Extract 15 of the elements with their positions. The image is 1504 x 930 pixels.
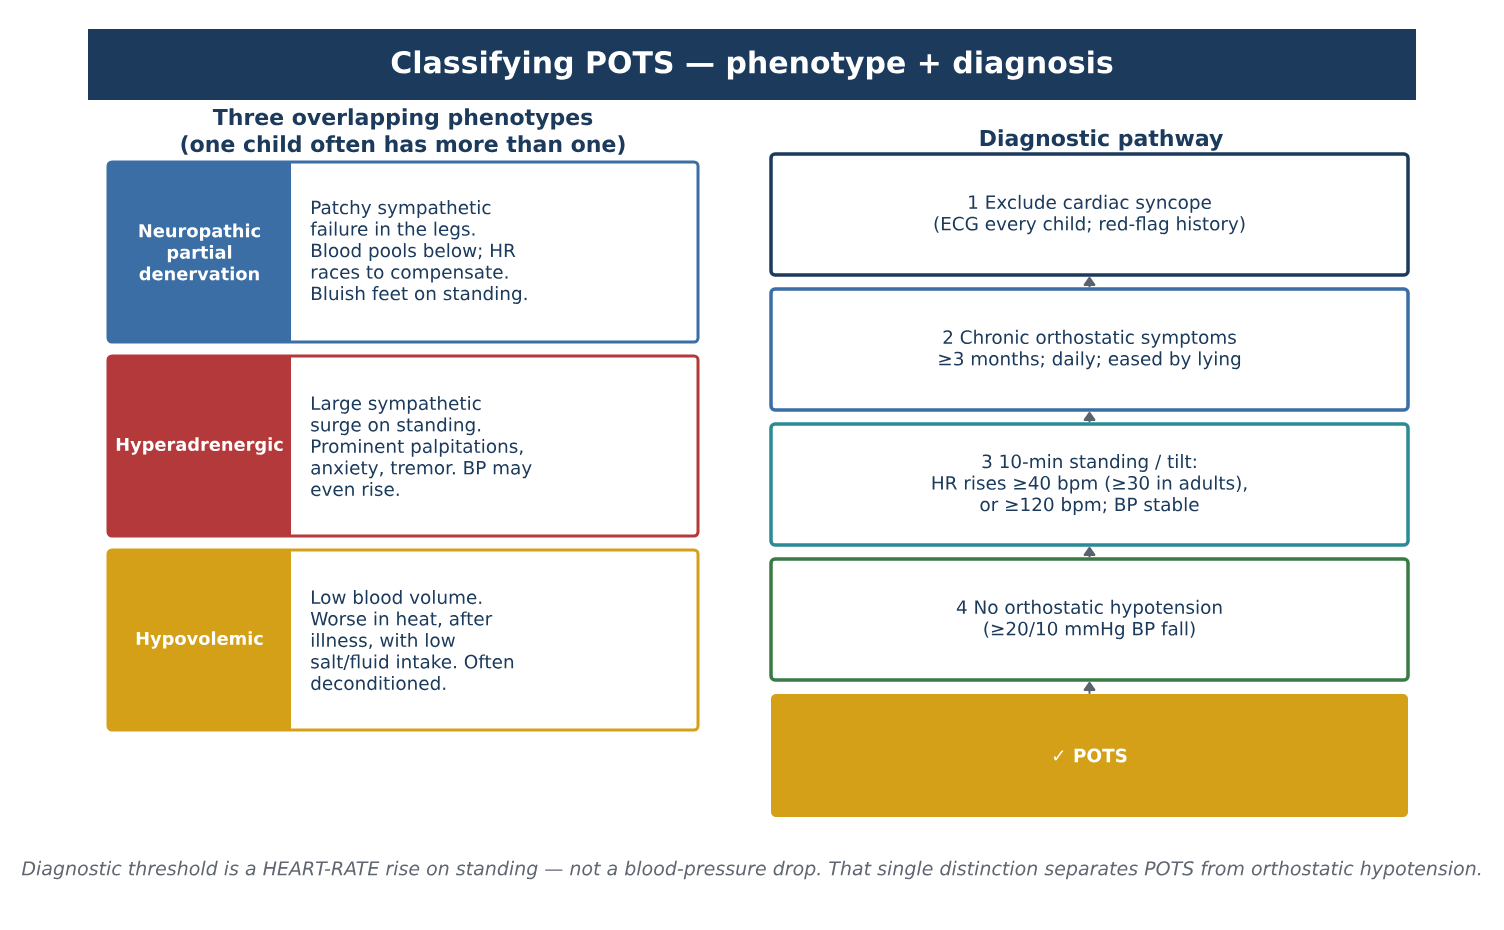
arrow: [1083, 411, 1096, 424]
step-box: 4 No orthostatic hypotension (≥20/10 mmHg BP fall): [769, 557, 1410, 682]
step-box: 1 Exclude cardiac syncope (ECG every child; red-flag history): [769, 152, 1410, 277]
caption: Diagnostic threshold is a HEART-RATE rise on standing — not a blood-pressure drop. That single distinction separates POTS from orthostatic hypotension.: [21, 860, 1481, 880]
phenotype-card: Hyperadrenergic Large sympathetic surge on standing. Prominent palpitations, anxiety, tremor. BP may even rise.: [106, 354, 700, 538]
phenotype-card: Hypovolemic Low blood volume. Worse in heat, after illness, with low salt/fluid intake. Often deconditioned.: [106, 548, 700, 732]
arrow: [1083, 276, 1096, 289]
result-box: ✓ POTS: [771, 694, 1408, 817]
arrow: [1083, 681, 1096, 695]
section-heading: Three overlapping phenotypes: [212, 108, 593, 130]
title-banner: Classifying POTS — phenotype + diagnosis: [88, 29, 1416, 100]
step-box: 3 10-min standing / tilt: HR rises ≥40 bpm (≥30 in adults), or ≥120 bpm; BP stable: [769, 422, 1410, 547]
phenotype-card: Neuropathic partial denervation Patchy sympathetic failure in the legs. Blood pools below; HR races to compensate. Bluish feet on standing.: [106, 160, 700, 344]
arrow: [1083, 546, 1096, 559]
step-box: 2 Chronic orthostatic symptoms ≥3 months; daily; eased by lying: [769, 287, 1410, 412]
